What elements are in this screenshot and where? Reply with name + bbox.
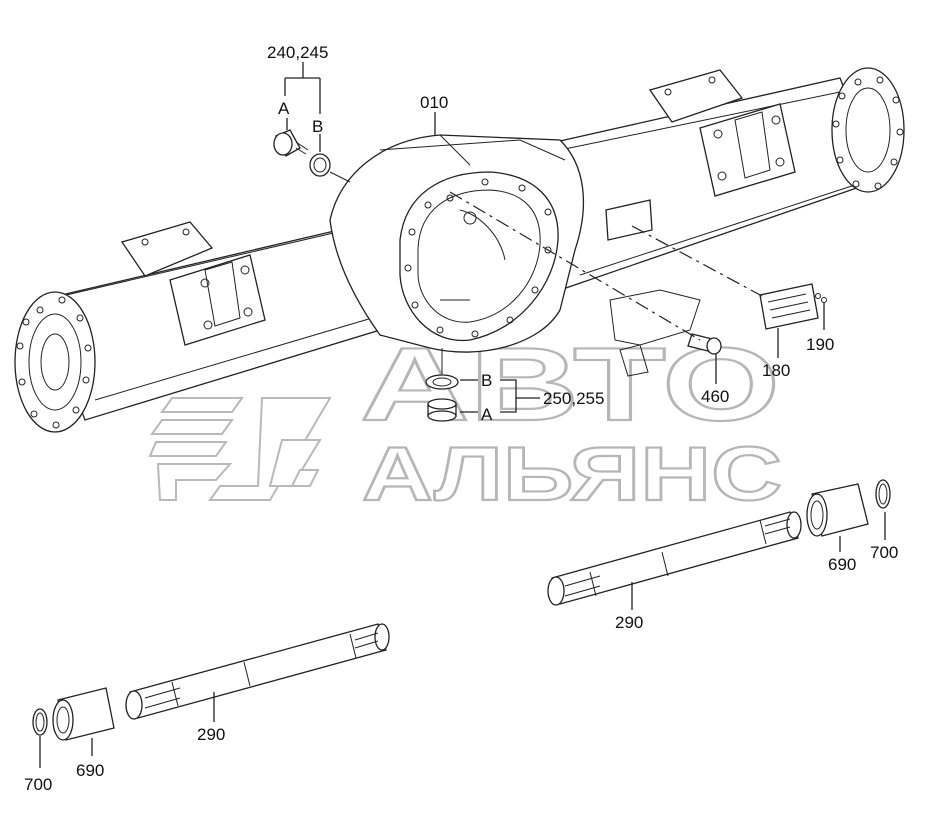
callout-700-right: 700 — [870, 543, 898, 562]
breather-washer — [309, 153, 331, 177]
axle-shaft-left — [125, 623, 390, 720]
assembly-line-bolt — [449, 191, 701, 341]
assembly-line-plate — [631, 225, 763, 297]
leader-lines — [39, 62, 886, 768]
drain-plug — [427, 398, 457, 422]
bolt-460 — [687, 333, 722, 355]
sleeve-690-left — [52, 687, 115, 741]
sleeve-690-right — [806, 483, 869, 537]
callout-010: 010 — [420, 93, 448, 112]
housing-cover-flange — [399, 171, 559, 342]
watermark-emblem-icon — [148, 397, 332, 501]
snap-ring-700-right — [875, 479, 891, 509]
watermark-line2: АЛЬЯНС — [362, 432, 782, 517]
drain-washer — [425, 374, 459, 390]
callout-290-right: 290 — [615, 613, 643, 632]
snap-ring-700-left — [32, 708, 48, 736]
callout-290-left: 290 — [197, 725, 225, 744]
callout-b-mid: B — [481, 371, 492, 390]
callout-190: 190 — [806, 335, 834, 354]
right-wheel-flange — [831, 67, 905, 193]
callout-180: 180 — [762, 361, 790, 380]
callout-460: 460 — [701, 387, 729, 406]
left-spring-seat — [120, 221, 266, 346]
breather-plug — [273, 129, 309, 157]
callout-690-left: 690 — [76, 761, 104, 780]
right-spring-seat — [648, 69, 796, 197]
callout-a-mid: A — [481, 405, 493, 424]
axle-housing — [14, 67, 905, 433]
callout-a-top: A — [278, 99, 290, 118]
name-plate-180 — [759, 283, 827, 330]
callout-b-top: B — [312, 117, 323, 136]
callout-700-left: 700 — [24, 775, 52, 794]
callout-250-255: 250,255 — [543, 389, 604, 408]
axle-shaft-right — [547, 511, 802, 606]
callout-240-245: 240,245 — [267, 43, 328, 62]
left-wheel-flange — [14, 291, 96, 433]
callout-690-right: 690 — [828, 555, 856, 574]
